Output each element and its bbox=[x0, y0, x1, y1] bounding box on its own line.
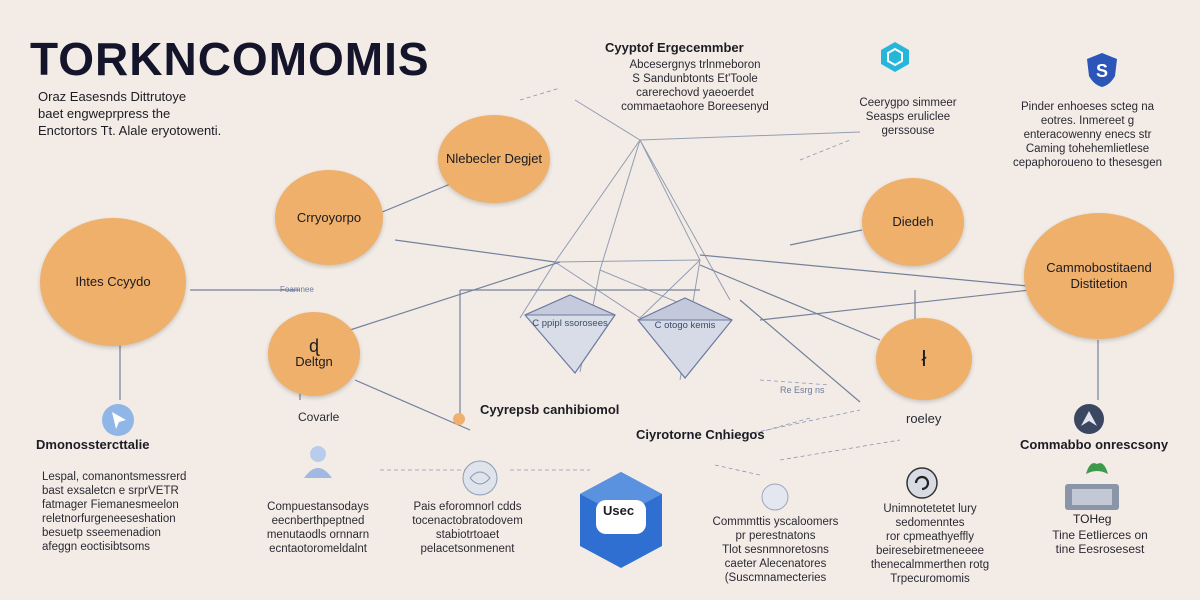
dot-icon bbox=[452, 412, 466, 431]
bottom-col-4-line: sedomenntes bbox=[895, 517, 965, 529]
top-center-line: S Sandunbtonts Et'Toole bbox=[632, 73, 758, 85]
top-right-a-line: Ceerygpo simmeer bbox=[859, 97, 957, 109]
svg-text:S: S bbox=[1096, 61, 1108, 81]
bottom-col-3-line: caeter Alecenatores bbox=[724, 558, 827, 570]
page-title: TORKNCOMOMIS bbox=[30, 33, 430, 85]
node-right-small: ł bbox=[876, 318, 972, 400]
left-line: bast exsaletcn e srprVETR bbox=[42, 485, 179, 497]
top-right-b-line: eotres. Inmereet g bbox=[1040, 115, 1135, 127]
usec-badge-icon bbox=[578, 470, 664, 575]
node-diedch: Diedeh bbox=[862, 178, 964, 266]
left-line: afeggn eoctisibtsoms bbox=[42, 541, 151, 553]
node-delgn: ɖ Deltgn bbox=[268, 312, 360, 396]
small-label-a: Foamnee bbox=[280, 285, 314, 294]
cursor-icon bbox=[100, 402, 136, 443]
bottom-col-2-line: tocenactobratodovem bbox=[412, 515, 523, 527]
bottom-col-3: Commmttis yscaloomers pr perestnatons Tl… bbox=[708, 515, 843, 585]
top-right-b-line: Caming tohehemlietlese bbox=[1025, 143, 1150, 155]
left-text: Lespal, comanontsmessrerd bast exsaletcn… bbox=[42, 470, 232, 554]
orb-icon bbox=[760, 482, 790, 517]
top-center-line: carerechovd yaeoerdet bbox=[636, 87, 754, 99]
top-center-line: commaetaohore Boreesenyd bbox=[621, 101, 769, 113]
top-right-b-line: cepaphoroueno to thesesgen bbox=[1013, 157, 1162, 169]
top-right-b-line: Pinder enhoeses scteg na bbox=[1021, 101, 1154, 113]
right-box-label: TOHeg bbox=[1073, 512, 1112, 526]
left-line: besuetp sseemenadion bbox=[42, 527, 161, 539]
left-label-above: Covarle bbox=[298, 410, 340, 424]
node-intes: Ihtes Ccyydo bbox=[40, 218, 186, 346]
user-icon bbox=[298, 440, 338, 485]
top-right-a-text: Ceerygpo simmeer Seasps eruliclee gersso… bbox=[848, 96, 968, 138]
left-line: Lespal, comanontsmessrerd bbox=[42, 471, 187, 483]
bottom-col-2-line: Pais eforomnorl cdds bbox=[413, 501, 522, 513]
left-gem-label: C ppipl ssorosees bbox=[532, 318, 608, 329]
bottom-col-3-line: Commmttis yscaloomers bbox=[712, 516, 839, 528]
right-gem-label: C otogo kemis bbox=[654, 320, 716, 331]
bottom-col-1-line: ecntaotoromeldalnt bbox=[269, 543, 367, 555]
right-line: Tine Eetlierces on bbox=[1052, 528, 1148, 542]
bottom-col-4: Unimnotetetet lury sedomenntes ror cpmea… bbox=[865, 502, 995, 586]
bottom-col-1-line: Compuestansodays bbox=[267, 501, 369, 513]
bottom-col-4-line: ror cpmeathyeffly bbox=[886, 531, 974, 543]
subtitle-line: baet engweprpress the bbox=[38, 106, 171, 121]
bottom-col-3-line: (Suscmnamecteries bbox=[724, 572, 827, 584]
refresh-icon bbox=[905, 466, 939, 505]
bottom-col-1: Compuestansodays eecnberthpeptned menuta… bbox=[258, 500, 378, 556]
left-line: reletnorfurgeneeseshation bbox=[42, 513, 176, 525]
left-gem-icon bbox=[515, 285, 625, 385]
top-center-line: Abcesergnys trlnmeboron bbox=[629, 59, 761, 71]
top-right-a-line: Seasps eruliclee bbox=[865, 111, 951, 123]
right-line: tine Eesrosesest bbox=[1055, 542, 1145, 556]
center-label-cross: Cyyrepsb canhibiomol bbox=[480, 402, 620, 417]
right-label-above: roeley bbox=[906, 411, 942, 426]
bottom-col-2: Pais eforomnorl cdds tocenactobratodovem… bbox=[405, 500, 530, 556]
right-header: Commabbo onrescsony bbox=[1020, 437, 1169, 452]
bottom-col-2-line: stabiotrtoaet bbox=[435, 529, 500, 541]
subtitle-line: Enctortors Tt. Alale eryotowenti. bbox=[38, 123, 222, 138]
node-nebesiclet: Nlebecler Degjet bbox=[438, 115, 550, 203]
compass-icon bbox=[1072, 402, 1106, 441]
right-text: Tine Eetlierces on tine Eesrosesest bbox=[1040, 528, 1160, 556]
bottom-col-4-line: Unimnotetetet lury bbox=[883, 503, 977, 515]
center-label-chart: Ciyrotorne Cnhiegos bbox=[636, 427, 765, 442]
top-center-header: Cyyptof Ergecemmber bbox=[605, 40, 744, 55]
leaf-icon bbox=[1084, 458, 1110, 481]
globe-icon bbox=[460, 458, 500, 503]
bottom-col-4-line: thenecalmmerthen rotg bbox=[870, 559, 990, 571]
bottom-col-1-line: eecnberthpeptned bbox=[271, 515, 365, 527]
bottom-col-3-line: Tlot sesnmnoretosns bbox=[722, 544, 829, 556]
bottom-col-1-line: menutaodls ornnarn bbox=[266, 529, 370, 541]
left-header: Dmonosstercttalie bbox=[36, 437, 150, 452]
hexagon-icon bbox=[878, 40, 912, 79]
usec-badge-label: Usec bbox=[603, 503, 635, 518]
top-center-text: Abcesergnys trlnmeboron S Sandunbtonts E… bbox=[595, 58, 795, 114]
bottom-col-2-line: pelacetsonmenent bbox=[420, 543, 515, 555]
subtitle: Oraz Easesnds Dittrutoye baet engweprpre… bbox=[38, 88, 338, 139]
small-label-b: Re Esrg ns bbox=[780, 385, 825, 395]
bottom-col-3-line: pr perestnatons bbox=[735, 530, 816, 542]
bottom-col-4-line: beiresebiretmeneeee bbox=[875, 545, 985, 557]
node-cryoyorpo: Crryoyorpo bbox=[275, 170, 383, 265]
left-line: fatmager Fiemanesmeelon bbox=[42, 499, 179, 511]
top-right-a-line: gerssouse bbox=[881, 125, 935, 137]
node-delgn-glyph: ɖ bbox=[308, 336, 319, 356]
shield-icon: S bbox=[1082, 50, 1122, 95]
node-commaboteand: Cammobostitaend Distitetion bbox=[1024, 213, 1174, 339]
top-right-b-text: Pinder enhoeses scteg na eotres. Inmeree… bbox=[1000, 100, 1175, 170]
right-gem-icon bbox=[630, 290, 740, 390]
bottom-col-4-line: Trpecuromomis bbox=[890, 573, 970, 585]
box-icon bbox=[1064, 483, 1120, 516]
node-delgn-label: Deltgn bbox=[295, 354, 333, 369]
subtitle-line: Oraz Easesnds Dittrutoye bbox=[38, 89, 187, 104]
top-right-b-line: enteracowenny enecs str bbox=[1023, 129, 1152, 141]
